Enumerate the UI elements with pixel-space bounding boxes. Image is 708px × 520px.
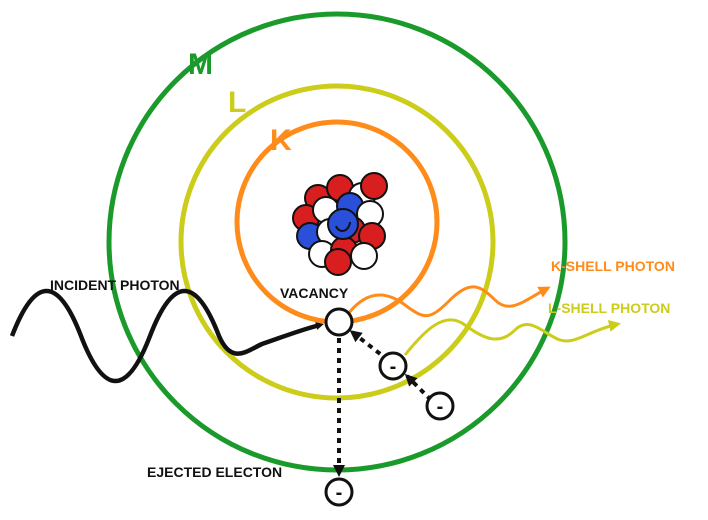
l-shell-label: L: [228, 86, 246, 119]
incident-photon-label: INCIDENT PHOTON: [50, 277, 180, 293]
ejected-electron-label: EJECTED ELECTON: [147, 464, 282, 480]
k-shell-label: K: [270, 124, 292, 157]
k-shell-photon-label: K-SHELL PHOTON: [551, 258, 675, 274]
vacancy-icon: [324, 307, 354, 337]
electron-charge-symbol: -: [390, 356, 397, 378]
electron-icon: -: [378, 351, 408, 381]
electron-charge-symbol: -: [336, 482, 343, 504]
nucleus-icon: [292, 172, 388, 276]
electron-icon: -: [324, 477, 354, 507]
l-to-k-transition-arrow: [349, 330, 390, 362]
electron-charge-symbol: -: [437, 396, 444, 418]
l-shell-photon-wave: [403, 318, 621, 356]
l-shell-photon-label: L-SHELL PHOTON: [548, 300, 670, 316]
vacancy-label: VACANCY: [280, 285, 349, 301]
k-shell-photon-wave: [343, 285, 551, 319]
m-shell-label: M: [188, 48, 213, 81]
incident-photon-wave: [9, 289, 324, 383]
electron-icon: -: [425, 391, 455, 421]
